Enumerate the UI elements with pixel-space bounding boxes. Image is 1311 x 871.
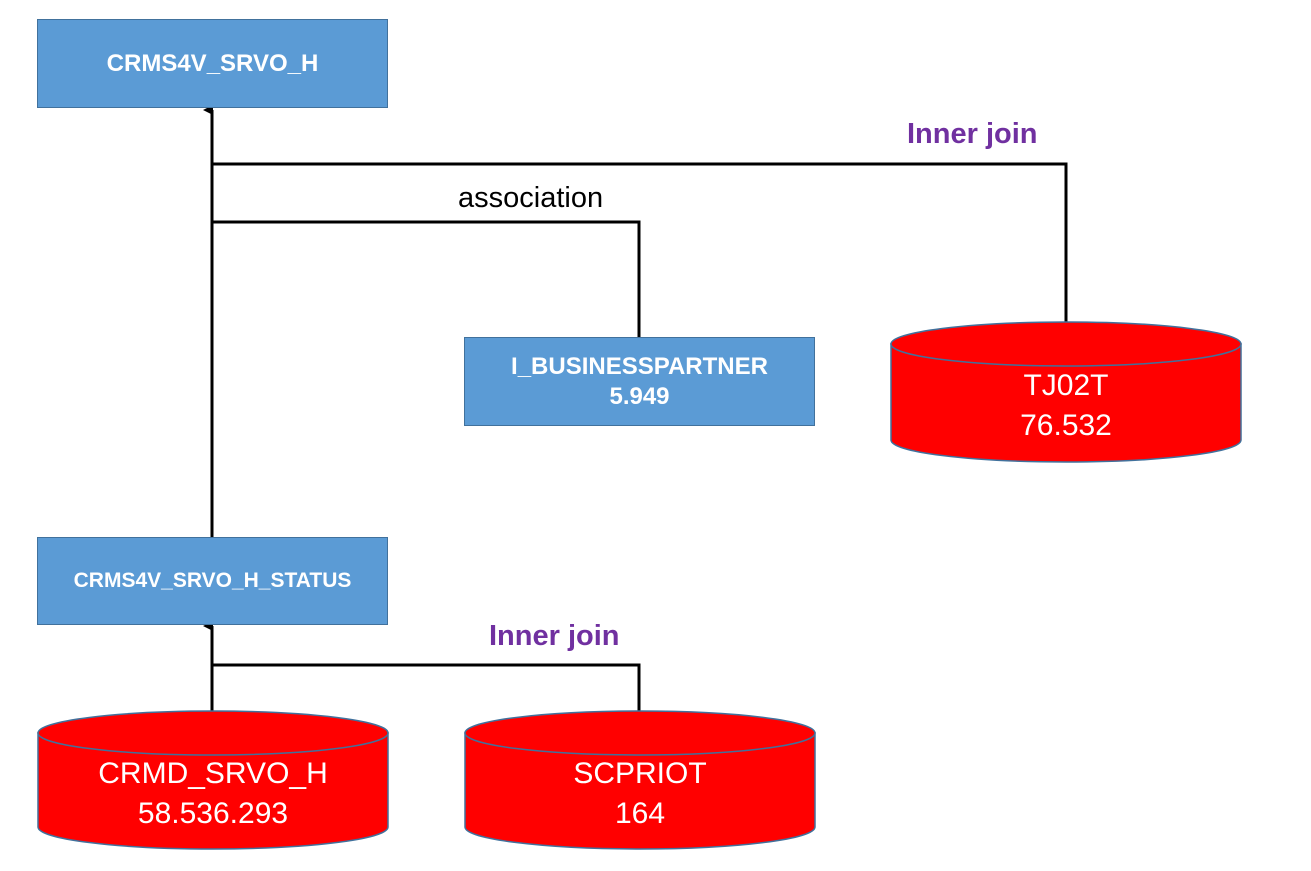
node-i-businesspartner-value: 5.949 bbox=[609, 382, 670, 410]
node-i-businesspartner-label: I_BUSINESSPARTNER bbox=[511, 352, 768, 380]
node-crms4v-srvo-h-status[interactable]: CRMS4V_SRVO_H_STATUS bbox=[37, 537, 388, 625]
node-scpriot[interactable]: SCPRIOT 164 bbox=[465, 754, 815, 834]
tj02t-cylinder bbox=[890, 321, 1242, 463]
node-scpriot-value: 164 bbox=[614, 797, 666, 830]
node-tj02t[interactable]: TJ02T 76.532 bbox=[891, 366, 1241, 446]
edge-label-association: association bbox=[458, 182, 604, 214]
node-crms4v-srvo-h-status-label: CRMS4V_SRVO_H_STATUS bbox=[73, 568, 352, 592]
node-tj02t-label: TJ02T bbox=[1023, 369, 1109, 402]
node-crmd-srvo-h-value: 58.536.293 bbox=[137, 797, 289, 830]
tj02t-join-connector bbox=[212, 162, 1068, 322]
crmd-srvo-h-cylinder bbox=[37, 710, 389, 850]
node-crms4v-srvo-h[interactable]: CRMS4V_SRVO_H bbox=[37, 19, 388, 108]
node-scpriot-label: SCPRIOT bbox=[573, 757, 707, 790]
node-crmd-srvo-h-label: CRMD_SRVO_H bbox=[98, 757, 328, 790]
edge-label-top-inner-join: Inner join bbox=[907, 118, 1038, 150]
scpriot-cylinder bbox=[464, 710, 816, 850]
node-crms4v-srvo-h-label: CRMS4V_SRVO_H bbox=[106, 49, 319, 77]
edge-label-bottom-inner-join: Inner join bbox=[489, 620, 620, 652]
scpriot-join-connector bbox=[212, 663, 641, 711]
association-connector bbox=[212, 220, 641, 338]
node-crmd-srvo-h[interactable]: CRMD_SRVO_H 58.536.293 bbox=[38, 754, 388, 834]
node-i-businesspartner[interactable]: I_BUSINESSPARTNER 5.949 bbox=[464, 337, 815, 426]
node-tj02t-value: 76.532 bbox=[1020, 409, 1112, 442]
